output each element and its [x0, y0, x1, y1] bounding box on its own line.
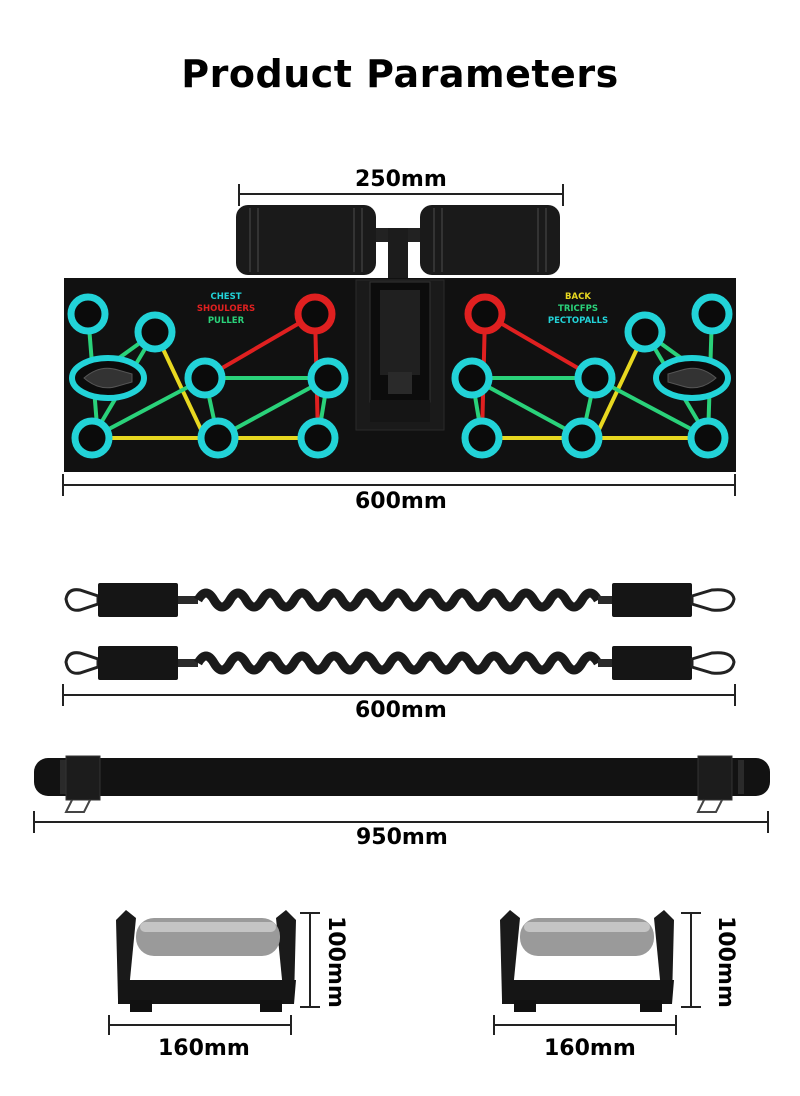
- right-grip-holes: [451, 293, 733, 459]
- right-handle-height-dimension-line: [690, 912, 692, 1008]
- board-width-dimension-line: [62, 484, 736, 486]
- board-width-label: 600mm: [355, 489, 447, 514]
- right-pushup-handle: [500, 910, 674, 1012]
- dimension-tick: [562, 184, 564, 206]
- legend-triceps: TRICFPS: [558, 304, 598, 314]
- legend-shoulders: SHOULOERS: [197, 304, 255, 314]
- bands-length-label: 600mm: [355, 698, 447, 723]
- left-handle-height-label: 100mm: [323, 916, 348, 1008]
- bar-length-label: 950mm: [356, 825, 448, 850]
- page-title: Product Parameters: [181, 52, 619, 96]
- pushup-board: CHEST SHOULOERS PULLER BACK TRICFPS PECT…: [64, 205, 736, 472]
- right-handle-mount: [653, 355, 731, 401]
- legend-pectorals: PECTOPALLS: [548, 316, 608, 326]
- resistance-band: [64, 646, 736, 680]
- dimension-tick: [675, 1015, 677, 1035]
- bands-length-dimension-line: [62, 694, 736, 696]
- dimension-tick: [62, 474, 64, 496]
- left-handle-width-label: 160mm: [158, 1036, 250, 1061]
- right-handle-width-dimension-line: [493, 1024, 677, 1026]
- dimension-tick: [62, 684, 64, 706]
- dimension-tick: [290, 1015, 292, 1035]
- pushup-bar: [34, 755, 770, 813]
- dimension-tick: [681, 1006, 701, 1008]
- right-handle-width-label: 160mm: [544, 1036, 636, 1061]
- dimension-tick: [238, 184, 240, 206]
- legend-back: BACK: [565, 292, 591, 302]
- left-grip-holes: [67, 293, 349, 459]
- legend-puller: PULLER: [208, 316, 245, 326]
- left-pushup-handle: [116, 910, 296, 1012]
- dimension-tick: [681, 912, 701, 914]
- foam-roller-handle: [236, 205, 560, 283]
- right-handle-height-label: 100mm: [713, 916, 738, 1008]
- dimension-tick: [300, 912, 320, 914]
- resistance-bands: [64, 583, 736, 680]
- dimension-tick: [734, 684, 736, 706]
- pushup-handles: [116, 910, 674, 1012]
- bar-length-dimension-line: [33, 821, 769, 823]
- center-mount: [355, 279, 445, 431]
- dimension-tick: [33, 811, 35, 833]
- handle-width-dimension-line: [238, 193, 564, 195]
- handle-width-label: 250mm: [355, 167, 447, 192]
- dimension-tick: [493, 1015, 495, 1035]
- legend-chest: CHEST: [210, 292, 241, 302]
- resistance-band: [64, 583, 736, 617]
- left-handle-width-dimension-line: [108, 1024, 292, 1026]
- dimension-tick: [767, 811, 769, 833]
- dimension-tick: [108, 1015, 110, 1035]
- dimension-tick: [734, 474, 736, 496]
- dimension-tick: [300, 1006, 320, 1008]
- left-handle-height-dimension-line: [309, 912, 311, 1008]
- left-handle-mount: [69, 355, 147, 401]
